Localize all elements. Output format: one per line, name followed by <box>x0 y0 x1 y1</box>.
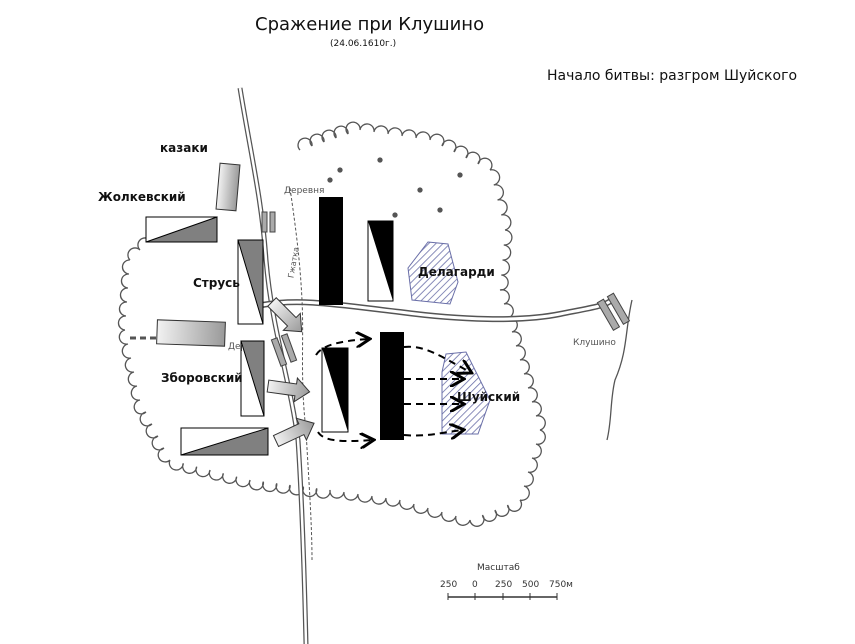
phase-subtitle: Начало битвы: разгром Шуйского <box>547 68 798 84</box>
shuisky-label: Шуйский <box>457 390 521 404</box>
strus-label: Струсь <box>193 276 240 290</box>
scale-title: Масштаб <box>477 563 520 573</box>
scale-tick: 500 <box>522 580 540 590</box>
village-south-label: Деревня <box>228 342 242 352</box>
tree-dot <box>337 167 343 173</box>
delagardie-label: Делагарди <box>418 265 495 279</box>
zholkevsky-label: Жолкевский <box>98 190 186 204</box>
forest-outline <box>117 121 546 527</box>
scale-tick: 250 <box>440 580 458 590</box>
scale-tick: 250 <box>495 580 513 590</box>
cossacks-unit <box>215 162 241 212</box>
zborovsky-unit <box>240 340 265 417</box>
village-north-label: Деревня <box>284 186 325 196</box>
battle-date: (24.06.1610г.) <box>330 39 397 49</box>
scale-tick: 750м <box>549 580 573 590</box>
strus-unit <box>237 239 264 325</box>
scale-bar <box>447 593 558 600</box>
scale-tick: 0 <box>472 580 478 590</box>
attack-arrows <box>266 297 315 448</box>
cossacks-label: казаки <box>160 141 208 155</box>
delagardie-unit <box>407 241 459 305</box>
tree-dot <box>377 157 383 163</box>
retreat-arrows <box>315 339 470 441</box>
tree-dot <box>327 177 333 183</box>
russian-unit-north-1 <box>319 197 343 305</box>
tree-dot <box>417 187 423 193</box>
page-title: Сражение при Клушино <box>255 14 485 35</box>
tree-dot <box>437 207 443 213</box>
hussar-column-unit <box>156 319 226 347</box>
tree-dot <box>392 212 398 218</box>
russian-unit-south-1 <box>321 347 349 433</box>
klushino-label: Клушино <box>573 338 616 348</box>
tree-dot <box>457 172 463 178</box>
left-wing-unit <box>180 427 269 456</box>
russian-unit-south-2 <box>380 332 404 440</box>
russian-unit-north-2 <box>367 220 394 302</box>
zborovsky-label: Зборовский <box>161 371 243 385</box>
forest-edge <box>117 121 546 527</box>
villages <box>261 211 631 367</box>
zholkevsky-unit <box>145 216 218 243</box>
